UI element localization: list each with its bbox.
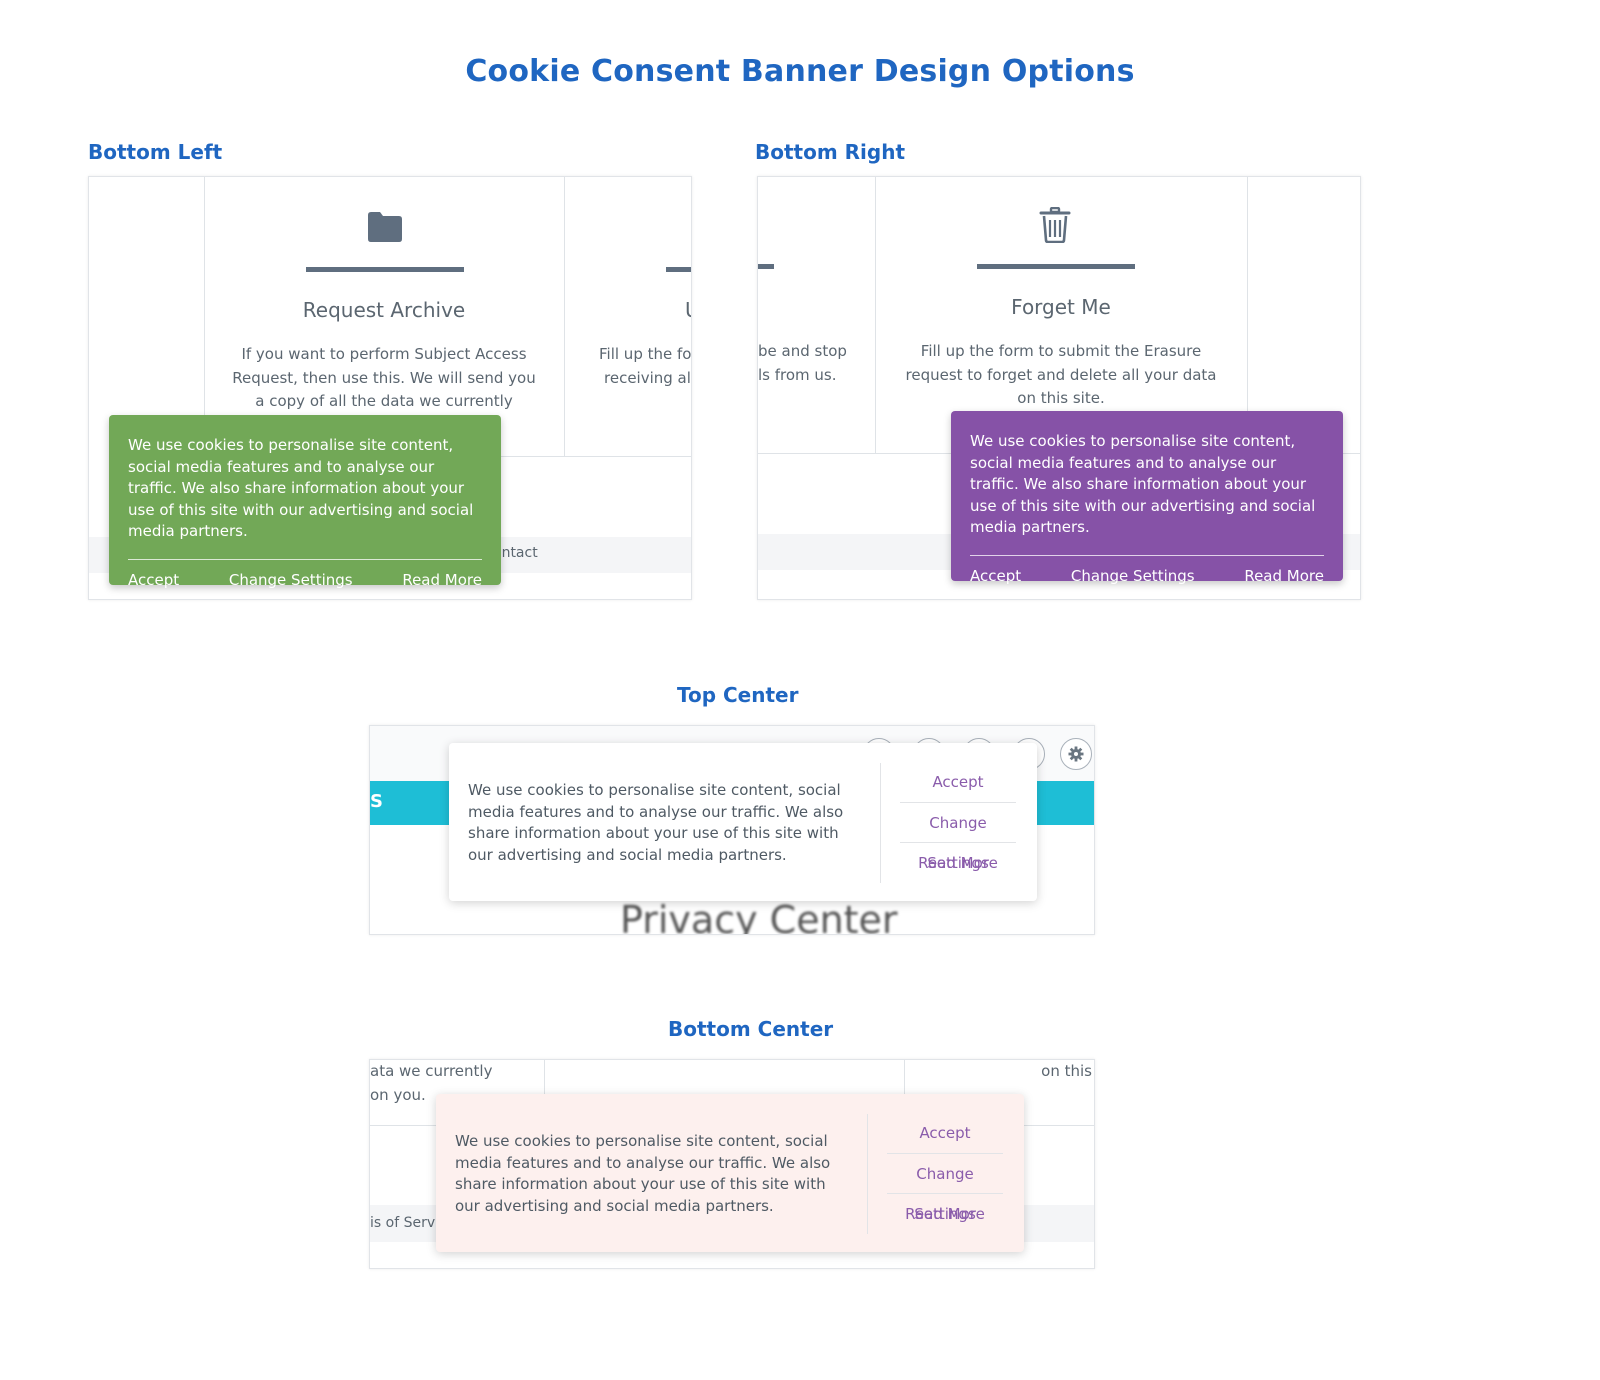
- read-more-link[interactable]: Read More: [402, 570, 482, 589]
- column-divider: [875, 177, 876, 454]
- card-accent-bar: [306, 267, 464, 272]
- cookie-message: We use cookies to personalise site conte…: [970, 432, 1316, 536]
- card-text-line: on this site.: [1017, 389, 1105, 407]
- card-text-line: on this: [1041, 1062, 1092, 1080]
- preview-bottom-center: is of Servic ata we currently on you. on…: [369, 1059, 1095, 1269]
- card-text-line: Fill up the for: [599, 345, 692, 363]
- card-text-line: Fill up the form to submit the Erasure: [920, 342, 1202, 360]
- read-more-link[interactable]: Read More: [887, 1193, 1003, 1233]
- card-title: Request Archive: [302, 298, 466, 322]
- header-band-text: S: [370, 791, 383, 812]
- footer-text: is of Servic: [370, 1215, 447, 1231]
- column-divider: [904, 1060, 905, 1126]
- banner-actions: Accept Change Settings Read More: [900, 762, 1016, 882]
- page-title: Cookie Consent Banner Design Options: [465, 54, 1135, 89]
- accept-button[interactable]: Accept: [932, 773, 984, 791]
- read-more-link[interactable]: Read More: [1244, 566, 1324, 585]
- section-title-top-center: Top Center: [677, 683, 799, 707]
- accept-button[interactable]: Accept: [919, 1124, 971, 1142]
- card-text-line: Request, then use this. We will send you: [232, 368, 536, 387]
- card-title: Forget Me: [1011, 295, 1111, 319]
- column-divider: [1247, 177, 1248, 454]
- card-text-line: If you want to perform Subject Access: [241, 345, 527, 363]
- cookie-message: We use cookies to personalise site conte…: [128, 436, 474, 540]
- card-description: ata we currently on you.: [370, 1060, 540, 1107]
- change-settings-button[interactable]: Change Settings: [1070, 566, 1195, 585]
- card-description: If you want to perform Subject Access Re…: [207, 343, 561, 414]
- card-accent-bar: [666, 267, 691, 272]
- background-heading: Privacy Center: [620, 898, 898, 935]
- change-settings-button[interactable]: Change Settings: [887, 1153, 1003, 1223]
- cookie-banner: We use cookies to personalise site conte…: [449, 743, 1037, 901]
- banner-actions: Accept Change Settings Read More: [887, 1113, 1003, 1233]
- gear-icon: [1068, 746, 1084, 762]
- trash-icon: [1039, 207, 1071, 243]
- accept-button[interactable]: Accept: [128, 570, 180, 589]
- banner-divider: [970, 554, 1324, 556]
- banner-divider: [880, 763, 881, 883]
- card-text-line: on you.: [370, 1085, 426, 1104]
- card-title: U: [685, 298, 691, 322]
- card-text-line: ata we currently: [370, 1062, 493, 1080]
- accept-button[interactable]: Accept: [970, 566, 1022, 585]
- change-settings-button[interactable]: Change Settings: [900, 802, 1016, 872]
- cookie-message: We use cookies to personalise site conte…: [468, 781, 844, 864]
- banner-actions: Accept Change Settings Read More: [970, 567, 1324, 585]
- section-title-bottom-center: Bottom Center: [668, 1017, 834, 1041]
- preview-top-center: S Privacy Center We use cookies to perso…: [369, 725, 1095, 935]
- folder-icon: [368, 212, 402, 242]
- card-description: Fill up the for receiving all: [599, 343, 692, 390]
- cookie-banner: We use cookies to personalise site conte…: [951, 411, 1343, 585]
- banner-actions: Accept Change Settings Read More: [128, 571, 482, 589]
- read-more-link[interactable]: Read More: [900, 842, 1016, 882]
- preview-bottom-left: ontact Request Archive If you want to pe…: [88, 176, 692, 600]
- card-text-line: receiving all: [604, 368, 692, 387]
- card-accent-bar: [977, 264, 1135, 269]
- card-description: be and stop ls from us.: [758, 340, 870, 387]
- cookie-message: We use cookies to personalise site conte…: [455, 1132, 831, 1215]
- card-accent-bar: [758, 264, 774, 269]
- column-divider: [564, 177, 565, 457]
- section-title-bottom-left: Bottom Left: [88, 140, 223, 164]
- column-divider: [544, 1060, 545, 1126]
- card-description: Fill up the form to submit the Erasure r…: [875, 340, 1247, 411]
- preview-bottom-right: be and stop ls from us. Forget Me Fill u…: [757, 176, 1361, 600]
- card-description: on this: [930, 1060, 1092, 1084]
- footer-text: ontact: [493, 545, 538, 561]
- card-text-line: request to forget and delete all your da…: [905, 365, 1217, 384]
- settings-button[interactable]: [1060, 738, 1092, 770]
- change-settings-button[interactable]: Change Settings: [228, 570, 353, 589]
- column-divider: [204, 177, 205, 457]
- banner-divider: [867, 1114, 868, 1234]
- banner-divider: [128, 558, 482, 560]
- card-text-line: a copy of all the data we currently: [255, 392, 513, 410]
- cookie-banner: We use cookies to personalise site conte…: [436, 1094, 1024, 1252]
- cookie-banner: We use cookies to personalise site conte…: [109, 415, 501, 589]
- card-text-line: ls from us.: [758, 365, 837, 384]
- section-title-bottom-right: Bottom Right: [755, 140, 906, 164]
- card-text-line: be and stop: [758, 342, 847, 360]
